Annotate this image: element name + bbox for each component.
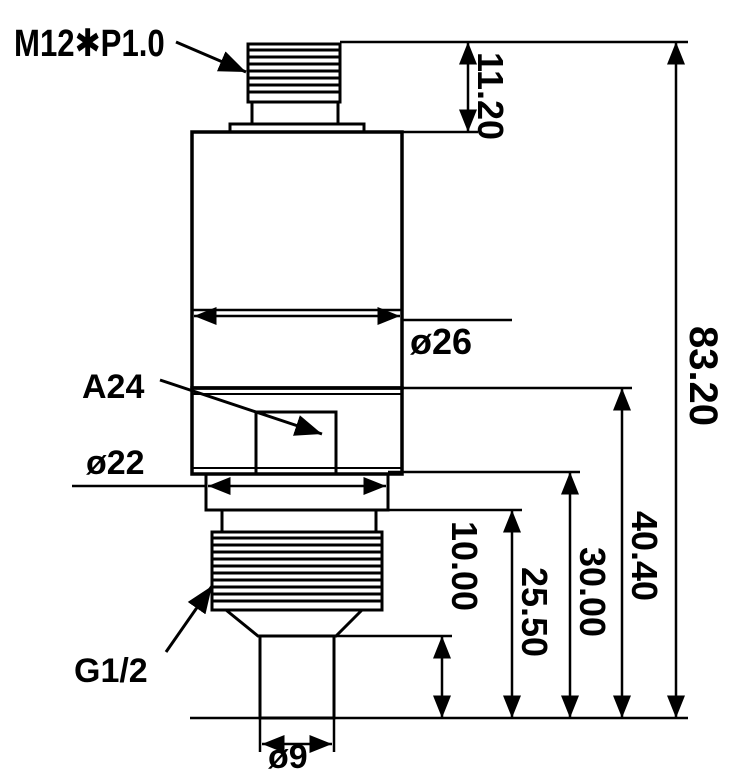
bottom-thread-hatching <box>212 536 382 603</box>
main-body <box>190 130 404 390</box>
leader-lines <box>159 40 323 653</box>
top-thread-hatching <box>248 48 340 94</box>
hex-label: A24 <box>82 368 144 406</box>
top-connector-thread <box>228 42 366 134</box>
thread-top-label: M12✱P1.0 <box>14 23 165 65</box>
dim-overall-height: 83.20 <box>681 326 725 426</box>
leader-m12 <box>175 40 247 74</box>
dim-thread-length: 25.50 <box>514 567 555 657</box>
flange-diameter-label: ø22 <box>86 444 145 482</box>
pressure-tip <box>258 634 336 720</box>
dim-to-flange: 30.00 <box>572 547 613 637</box>
bottom-thread <box>210 530 384 638</box>
tip-diameter-label: ø9 <box>268 738 308 776</box>
dim-connector-height: 11.20 <box>470 52 511 140</box>
dim-tip-length: 10.00 <box>444 521 485 611</box>
body-diameter-label: ø26 <box>410 321 472 362</box>
leader-g12 <box>164 585 214 653</box>
extension-lines <box>72 40 688 752</box>
dim-to-hex: 40.40 <box>624 511 665 601</box>
dimension-lines <box>194 42 685 753</box>
thread-bottom-label: G1/2 <box>74 652 148 690</box>
leader-a24 <box>159 378 323 436</box>
flange <box>204 472 390 534</box>
